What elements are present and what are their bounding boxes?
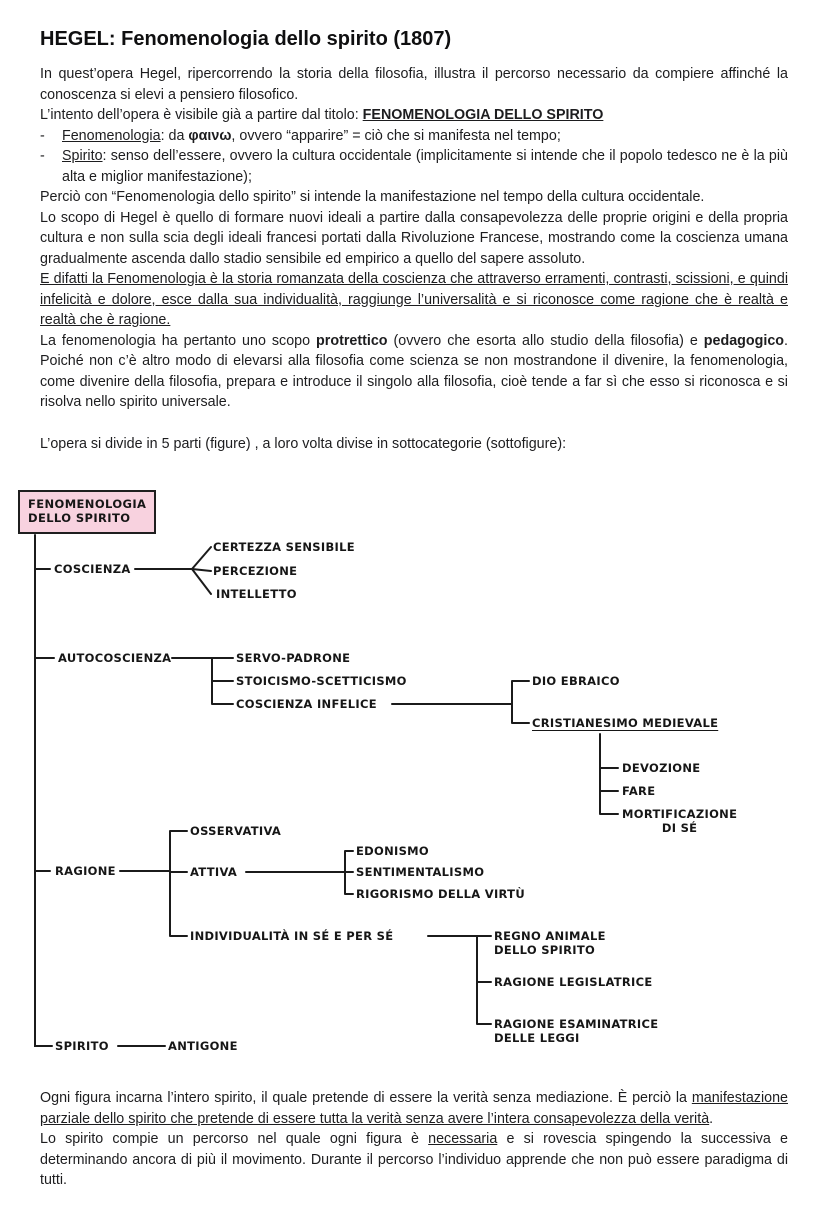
percio-text: Perciò con “Fenomenologia dello spirito”… [40,189,705,205]
paragraph-percio: Perciò con “Fenomenologia dello spirito”… [40,187,788,208]
paragraph-intro-1: In quest’opera Hegel, ripercorrendo la s… [40,64,788,105]
phenomenology-tree-diagram: FENOMENOLOGIA DELLO SPIRITO COSCIENZA CE… [0,484,828,1072]
paragraph-scopo: Lo scopo di Hegel è quello di formare nu… [40,208,788,270]
word-necessaria: necessaria [428,1131,498,1147]
term-fenomenologia: Fenomenologia [62,127,161,144]
protrettico-prefix: La fenomenologia ha pertanto uno scopo [40,332,317,349]
bullet-fenomenologia: - Fenomenologia: da φαινω, ovvero “appar… [40,126,788,147]
paragraph-romanzata: E difatti la Fenomenologia è la storia r… [40,269,788,331]
node-spirito: SPIRITO [55,1039,109,1053]
node-edonismo: EDONISMO [356,844,429,858]
intent-prefix: L’intento dell’opera è visibile già a pa… [40,107,363,123]
bullet-spirito-text: Spirito: senso dell’essere, ovvero la cu… [62,146,788,187]
node-sentimentalismo: SENTIMENTALISMO [356,865,485,879]
percorso-rest: e si rovescia spingendo la successiva e … [40,1131,788,1188]
scopo-text: Lo scopo di Hegel è quello di formare nu… [40,209,788,267]
bullet1-mid: : da [160,127,189,144]
diagram-connector-lines [34,534,619,1047]
bullet2-rest: : senso dell’essere, ovvero la cultura o… [62,148,788,185]
ogni-figura-underlined: manifestazione parziale dello spirito ch… [40,1090,788,1127]
node-certezza-sensibile: CERTEZZA SENSIBILE [213,540,355,554]
bullet-dash: - [40,148,45,164]
node-devozione: DEVOZIONE [622,761,701,775]
bullet-dash: - [40,127,45,144]
node-cristianesimo-medievale: CRISTIANESIMO MEDIEVALE [532,716,719,730]
node-coscienza: COSCIENZA [54,562,131,576]
node-servo-padrone: SERVO-PADRONE [236,651,351,665]
node-percezione: PERCEZIONE [213,564,298,578]
node-ragione-esaminatrice-delle-leggi: RAGIONE ESAMINATRICE DELLE LEGGI [494,1017,659,1045]
protrettico-rest: . Poiché non c’è altro modo di elevarsi … [40,332,788,411]
node-stoicismo-scetticismo: STOICISMO-SCETTICISMO [236,674,407,688]
node-regno-animale-dello-spirito: REGNO ANIMALE DELLO SPIRITO [494,929,606,957]
intro-p1-text: In quest’opera Hegel, ripercorrendo la s… [40,66,788,103]
cinque-parti-text: L’opera si divide in 5 parti (figure) , … [40,435,567,452]
paragraph-cinque-parti: L’opera si divide in 5 parti (figure) , … [40,434,788,455]
work-title-emphasis: FENOMENOLOGIA DELLO SPIRITO [362,107,604,123]
bullet-spirito: - Spirito: senso dell’essere, ovvero la … [40,146,788,187]
node-fare: FARE [622,784,656,798]
ogni-figura-prefix: Ogni figura incarna l’intero spirito, il… [40,1090,692,1106]
page-title: HEGEL: Fenomenologia dello spirito (1807… [40,28,452,50]
paragraph-percorso: Lo spirito compie un percorso nel quale … [40,1129,788,1191]
node-intelletto: INTELLETTO [216,587,297,601]
word-pedagogico: pedagogico [703,332,785,349]
greek-phaino: φαινω [188,127,232,144]
node-individualita-in-se-e-per-se: INDIVIDUALITÀ IN SÉ E PER SÉ [190,929,394,943]
root-node-fenomenologia-dello-spirito: FENOMENOLOGIA DELLO SPIRITO [18,490,156,534]
node-ragione: RAGIONE [55,864,116,878]
paragraph-intent: L’intento dell’opera è visibile già a pa… [40,105,788,126]
term-spirito: Spirito [62,148,103,164]
romanzata-underlined-text: E difatti la Fenomenologia è la storia r… [40,271,788,328]
node-rigorismo-della-virtu: RIGORISMO DELLA VIRTÙ [356,887,525,901]
bullet-fenomenologia-text: Fenomenologia: da φαινω, ovvero “apparir… [62,126,788,147]
protrettico-mid: (ovvero che esorta allo studio della fil… [387,332,704,349]
ogni-figura-end: . [709,1110,714,1127]
node-mortificazione-di-se: MORTIFICAZIONE DI SÉ [622,807,738,835]
node-dio-ebraico: DIO EBRAICO [532,674,620,688]
node-ragione-legislatrice: RAGIONE LEGISLATRICE [494,975,653,989]
node-attiva: ATTIVA [190,865,238,879]
node-coscienza-infelice: COSCIENZA INFELICE [236,697,377,711]
node-osservativa: OSSERVATIVA [190,824,282,838]
node-autocoscienza: AUTOCOSCIENZA [58,651,172,665]
word-protrettico: protrettico [316,332,388,349]
percorso-prefix: Lo spirito compie un percorso nel quale … [40,1131,429,1147]
bullet1-rest: , ovvero “apparire” = ciò che si manifes… [231,127,561,144]
node-antigone: ANTIGONE [168,1039,238,1053]
paragraph-protrettico: La fenomenologia ha pertanto uno scopo p… [40,331,788,413]
paragraph-ogni-figura: Ogni figura incarna l’intero spirito, il… [40,1088,788,1129]
